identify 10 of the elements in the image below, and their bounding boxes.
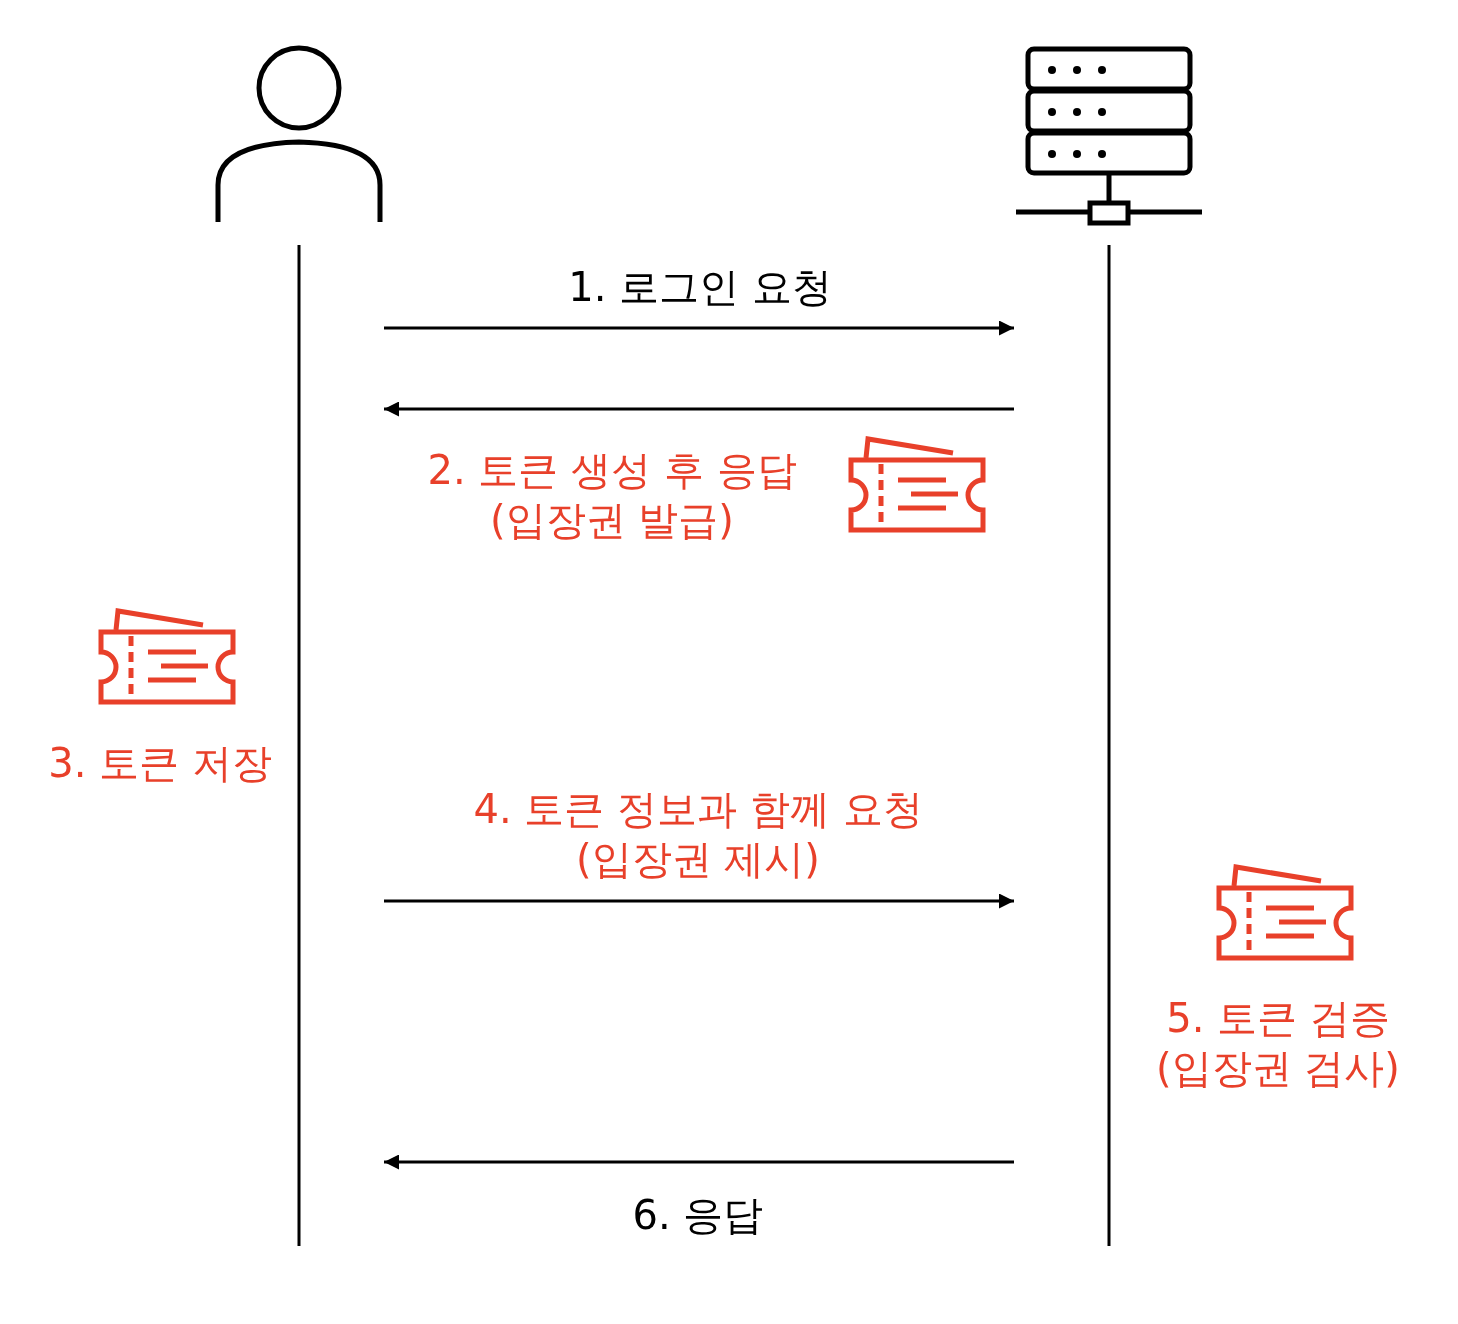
arrow <box>384 893 1014 909</box>
edge-label: 6. 응답 <box>631 1191 765 1240</box>
edge-label: 1. 로그인 요청 <box>567 263 833 312</box>
arrow <box>384 401 1014 417</box>
step-note: 5. 토큰 검증 (입장권 검사) <box>1155 994 1401 1093</box>
edge-label: 4. 토큰 정보과 함께 요청 (입장권 제시) <box>472 785 924 884</box>
step-note: 3. 토큰 저장 <box>47 739 273 788</box>
arrow <box>384 320 1014 336</box>
edge-label: 2. 토큰 생성 후 응답 (입장권 발급) <box>426 446 798 545</box>
arrow <box>384 1154 1014 1170</box>
